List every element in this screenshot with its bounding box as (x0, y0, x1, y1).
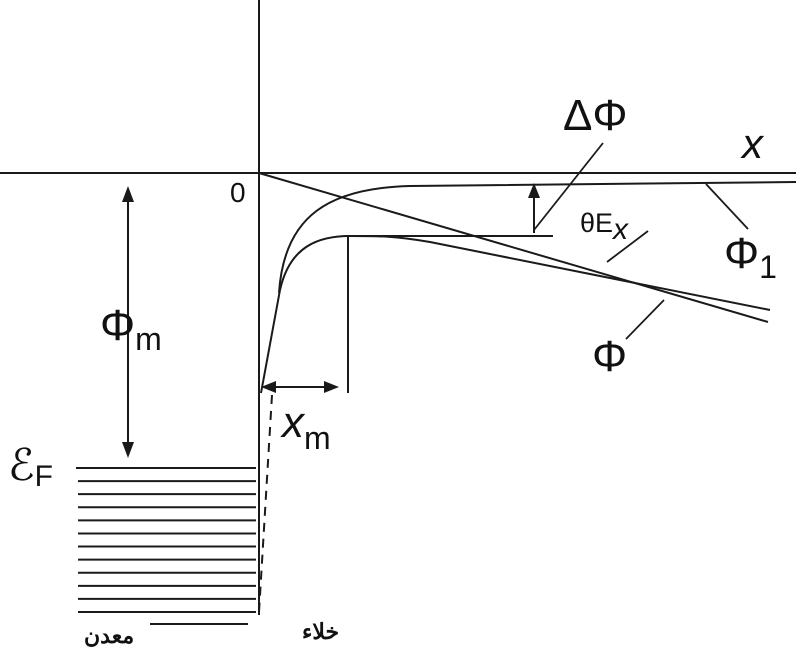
x-axis-label: x (740, 120, 765, 167)
theta-e-main: θE (580, 208, 613, 238)
xm-label: xm (280, 398, 331, 456)
delta-phi-leader (533, 142, 604, 231)
phi-m-label: Φm (100, 301, 162, 357)
phi-label: Φ (592, 332, 627, 381)
metal-label: معدن (84, 623, 134, 648)
fermi-sea-levels (76, 467, 256, 625)
xm-arrowhead-left (261, 381, 276, 393)
phi1-subscript: 1 (759, 249, 777, 285)
applied-field-line (258, 172, 769, 323)
phi-leader (625, 299, 665, 340)
theta-e-label: θEx (580, 208, 629, 246)
phi-m-main: Φ (100, 301, 135, 350)
delta-phi-arrowhead (528, 183, 540, 198)
phi1-main: Φ (724, 229, 759, 278)
phi-m-arrowhead-top (122, 186, 134, 202)
phi-m-subscript: m (135, 321, 162, 357)
theta-e-leader (606, 230, 649, 263)
delta-phi-label: ΔΦ (563, 91, 628, 140)
xm-subscript: m (304, 420, 331, 456)
fermi-main: ℰ (8, 441, 35, 490)
phi1-curve (278, 181, 796, 294)
phi-curve (260, 234, 771, 394)
xm-main: x (280, 398, 306, 447)
phi1-label: Φ1 (724, 229, 777, 285)
theta-e-subscript: x (611, 213, 629, 246)
dashed-extension (258, 394, 273, 613)
fermi-label: ℰF (8, 441, 53, 493)
phi-m-arrowhead-bottom (122, 442, 134, 458)
phi1-leader (705, 183, 749, 230)
origin-label: 0 (230, 177, 246, 208)
fermi-subscript: F (35, 460, 53, 493)
vacuum-label: خلاء (302, 619, 339, 644)
xm-arrowhead-right (324, 381, 339, 393)
